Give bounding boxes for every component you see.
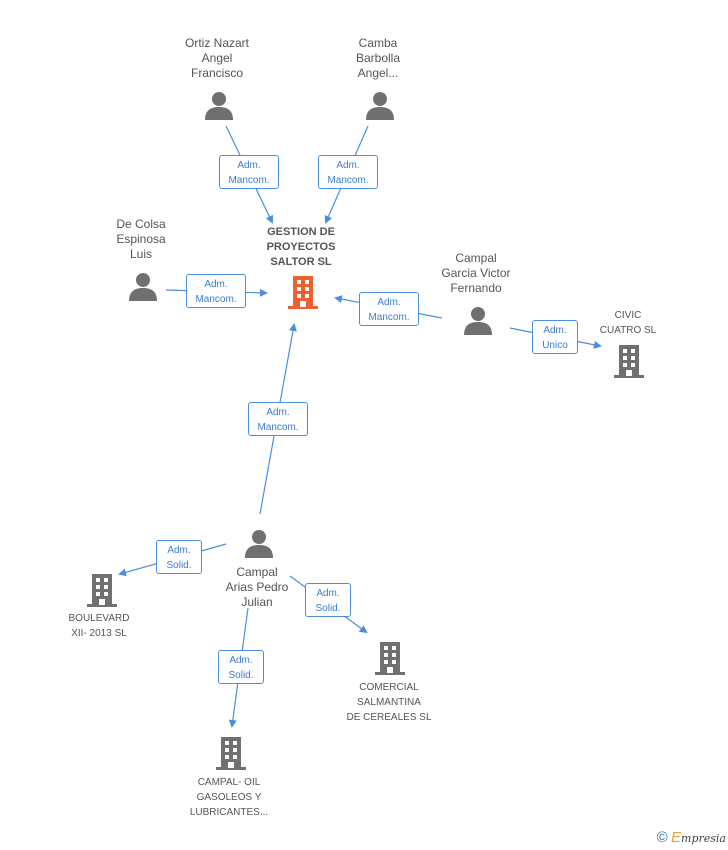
comercial-label-line-1: COMERCIAL [359,682,419,693]
edge-label-line-2: Mancom. [228,175,270,186]
campal-arias-label-line-1: Campal [236,565,278,579]
edge-label-line-2: Mancom. [257,422,299,433]
edge-label-line-2: Mancom. [327,175,369,186]
comercial-label-line-3: DE CEREALES SL [346,712,432,723]
ortiz-label-line-1: Ortiz Nazart [184,36,249,50]
decolsa-label-line-3: Luis [129,247,152,261]
edge-label-arias-boulevard[interactable]: Adm. Solid. [156,540,202,574]
ortiz-label-line-2: Angel [201,51,233,65]
brand-name: mpresia [681,832,726,845]
edge-label-line-1: Adm. [266,407,290,418]
edge-label-decolsa-main[interactable]: Adm. Mancom. [186,274,246,308]
edge-label-line-2: Mancom. [195,294,237,305]
campal-garcia-label[interactable]: Campal Garcia Victor Fernando [416,251,536,296]
boulevard-label[interactable]: BOULEVARD XII- 2013 SL [44,611,154,641]
ortiz-label-line-3: Francisco [190,66,243,80]
comercial-label[interactable]: COMERCIAL SALMANTINA DE CEREALES SL [334,680,444,725]
edge-label-arias-comercial[interactable]: Adm. Solid. [305,583,351,617]
campal-arias-label[interactable]: Campal Arias Pedro Julian [197,565,317,610]
edge-label-arias-oil[interactable]: Adm. Solid. [218,650,264,684]
main-company-label[interactable]: GESTION DE PROYECTOS SALTOR SL [241,225,361,270]
boulevard-building-icon[interactable] [86,572,118,608]
edge-label-line-1: Adm. [237,160,261,171]
campal-garcia-person-icon[interactable] [463,305,493,335]
decolsa-label[interactable]: De Colsa Espinosa Luis [81,217,201,262]
edge-label-camba-main[interactable]: Adm. Mancom. [318,155,378,189]
civic-label[interactable]: CIVIC CUATRO SL [573,308,683,338]
civic-label-line-2: CUATRO SL [599,325,657,336]
decolsa-label-line-2: Espinosa [116,232,166,246]
campal-oil-label-line-3: LUBRICANTES... [189,807,269,818]
campal-garcia-label-line-1: Campal [455,251,497,265]
campal-arias-person-icon[interactable] [244,528,274,558]
campal-garcia-label-line-3: Fernando [450,281,502,295]
campal-oil-building-icon[interactable] [215,735,247,771]
main-company-label-line-3: SALTOR SL [270,256,332,268]
camba-person-icon[interactable] [365,90,395,120]
edge-label-line-1: Adm. [543,325,567,336]
campal-oil-label[interactable]: CAMPAL- OIL GASOLEOS Y LUBRICANTES... [174,775,284,820]
campal-arias-label-line-3: Julian [241,595,273,609]
campal-oil-label-line-2: GASOLEOS Y [196,792,262,803]
edge-label-line-2: Solid. [228,670,254,681]
edge-label-line-2: Unico [542,340,568,351]
main-company-label-line-1: GESTION DE [267,226,335,238]
decolsa-label-line-1: De Colsa [116,217,166,231]
main-company-building-icon[interactable] [287,274,319,310]
comercial-building-icon[interactable] [374,640,406,676]
boulevard-label-line-2: XII- 2013 SL [71,628,127,639]
edge-label-line-2: Solid. [315,603,341,614]
edge-label-line-1: Adm. [316,588,340,599]
decolsa-person-icon[interactable] [128,271,158,301]
comercial-label-line-2: SALMANTINA [357,697,421,708]
edge-label-line-2: Mancom. [368,312,410,323]
edge-label-garcia-main[interactable]: Adm. Mancom. [359,292,419,326]
edge-label-line-1: Adm. [167,545,191,556]
edge-label-line-1: Adm. [204,279,228,290]
ortiz-label[interactable]: Ortiz Nazart Angel Francisco [157,36,277,81]
edge-label-arias-main[interactable]: Adm. Mancom. [248,402,308,436]
copyright-icon: © [656,829,668,846]
brand-initial: E [671,829,682,846]
campal-oil-label-line-1: CAMPAL- OIL [197,777,261,788]
civic-label-line-1: CIVIC [614,310,642,321]
edge-label-line-1: Adm. [377,297,401,308]
boulevard-label-line-1: BOULEVARD [68,613,130,624]
camba-label-line-2: Barbolla [355,51,401,65]
edge-label-ortiz-main[interactable]: Adm. Mancom. [219,155,279,189]
campal-garcia-label-line-2: Garcia Victor [441,266,511,280]
ortiz-person-icon[interactable] [204,90,234,120]
edge-label-garcia-civic[interactable]: Adm. Unico [532,320,578,354]
edge-label-line-2: Solid. [166,560,192,571]
edge-label-line-1: Adm. [336,160,360,171]
edge-label-line-1: Adm. [229,655,253,666]
civic-building-icon[interactable] [613,343,645,379]
main-company-label-line-2: PROYECTOS [266,241,336,253]
camba-label-line-3: Angel... [357,66,399,80]
campal-arias-label-line-2: Arias Pedro [225,580,289,594]
camba-label[interactable]: Camba Barbolla Angel... [318,36,438,81]
camba-label-line-1: Camba [358,36,398,50]
empresia-watermark: © Empresia [657,829,726,846]
